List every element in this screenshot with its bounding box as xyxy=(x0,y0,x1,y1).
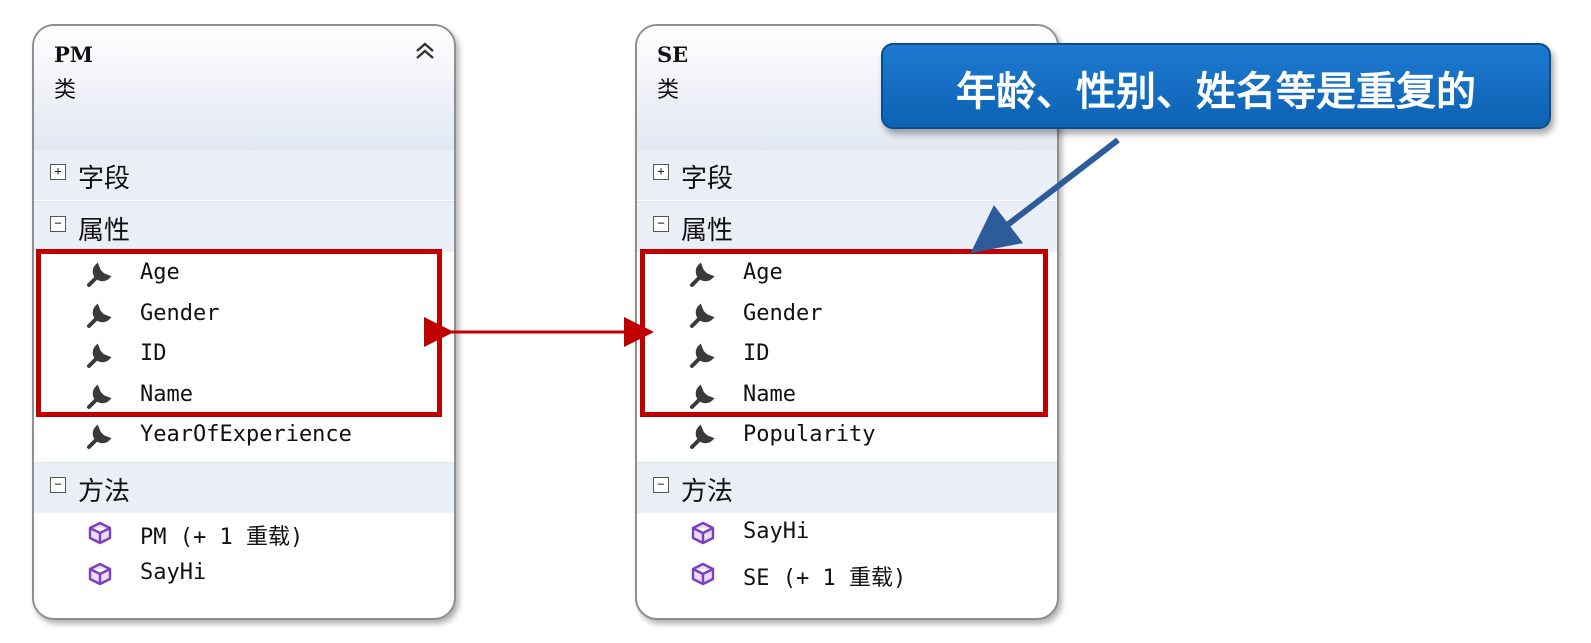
cube-icon xyxy=(691,562,715,586)
wrench-icon xyxy=(690,303,715,328)
wrench-icon xyxy=(690,424,715,449)
method-name: PM (+ 1 重载) xyxy=(140,525,304,550)
wrench-icon xyxy=(87,262,112,287)
class-kind: 类 xyxy=(54,78,77,103)
property-name: Gender xyxy=(743,301,823,326)
property-item[interactable]: Age xyxy=(34,254,454,294)
class-box-pm: PM 类 + 字段 − 属性 Age Gender ID Name YearOf… xyxy=(32,24,456,620)
class-kind: 类 xyxy=(657,78,680,103)
property-name: ID xyxy=(743,341,770,366)
collapse-toggle-icon[interactable]: − xyxy=(653,477,669,493)
property-name: Age xyxy=(140,260,180,285)
property-item[interactable]: YearOfExperience xyxy=(34,416,454,456)
section-label: 属性 xyxy=(681,216,734,246)
property-name: ID xyxy=(140,341,167,366)
wrench-icon xyxy=(87,343,112,368)
section-properties[interactable]: − 属性 xyxy=(34,201,454,252)
wrench-icon xyxy=(87,303,112,328)
property-item[interactable]: Gender xyxy=(637,295,1057,335)
property-name: Name xyxy=(743,382,796,407)
section-label: 字段 xyxy=(681,164,734,194)
cube-icon xyxy=(691,521,715,545)
wrench-icon xyxy=(87,384,112,409)
class-name: PM xyxy=(54,42,94,67)
expand-toggle-icon[interactable]: + xyxy=(653,164,669,180)
cube-icon xyxy=(88,562,112,586)
section-label: 字段 xyxy=(78,164,131,194)
property-item[interactable]: Age xyxy=(637,254,1057,294)
property-item[interactable]: Popularity xyxy=(637,416,1057,456)
method-item[interactable]: SayHi xyxy=(34,554,454,594)
wrench-icon xyxy=(87,424,112,449)
property-name: Name xyxy=(140,382,193,407)
property-name: YearOfExperience xyxy=(140,422,352,447)
property-item[interactable]: Name xyxy=(34,376,454,416)
method-name: SE (+ 1 重载) xyxy=(743,566,907,591)
property-name: Popularity xyxy=(743,422,876,447)
section-methods[interactable]: − 方法 xyxy=(637,462,1057,513)
method-item[interactable]: PM (+ 1 重载) xyxy=(34,513,454,553)
collapse-toggle-icon[interactable]: − xyxy=(653,216,669,232)
class-header: PM 类 xyxy=(34,26,454,149)
wrench-icon xyxy=(690,384,715,409)
property-item[interactable]: ID xyxy=(34,335,454,375)
collapse-toggle-icon[interactable]: − xyxy=(50,477,66,493)
property-name: Gender xyxy=(140,301,220,326)
expand-toggle-icon[interactable]: + xyxy=(50,164,66,180)
property-item[interactable]: Gender xyxy=(34,295,454,335)
double-chevron-up-icon[interactable] xyxy=(414,40,436,68)
class-name: SE xyxy=(657,42,689,67)
property-name: Age xyxy=(743,260,783,285)
section-fields[interactable]: + 字段 xyxy=(34,149,454,200)
section-label: 属性 xyxy=(78,216,131,246)
section-fields[interactable]: + 字段 xyxy=(637,149,1057,200)
method-name: SayHi xyxy=(743,519,810,544)
wrench-icon xyxy=(690,262,715,287)
cube-icon xyxy=(88,521,112,545)
property-item[interactable]: ID xyxy=(637,335,1057,375)
property-item[interactable]: Name xyxy=(637,376,1057,416)
callout-text: 年龄、性别、姓名等是重复的 xyxy=(956,69,1476,115)
method-item[interactable]: SE (+ 1 重载) xyxy=(637,554,1057,594)
collapse-toggle-icon[interactable]: − xyxy=(50,216,66,232)
method-item[interactable]: SayHi xyxy=(637,513,1057,553)
callout-pointer-arrow xyxy=(970,137,1120,254)
wrench-icon xyxy=(690,343,715,368)
method-name: SayHi xyxy=(140,560,207,585)
callout-bubble: 年龄、性别、姓名等是重复的 xyxy=(881,43,1551,129)
section-methods[interactable]: − 方法 xyxy=(34,462,454,513)
section-label: 方法 xyxy=(78,477,131,507)
section-label: 方法 xyxy=(681,477,734,507)
